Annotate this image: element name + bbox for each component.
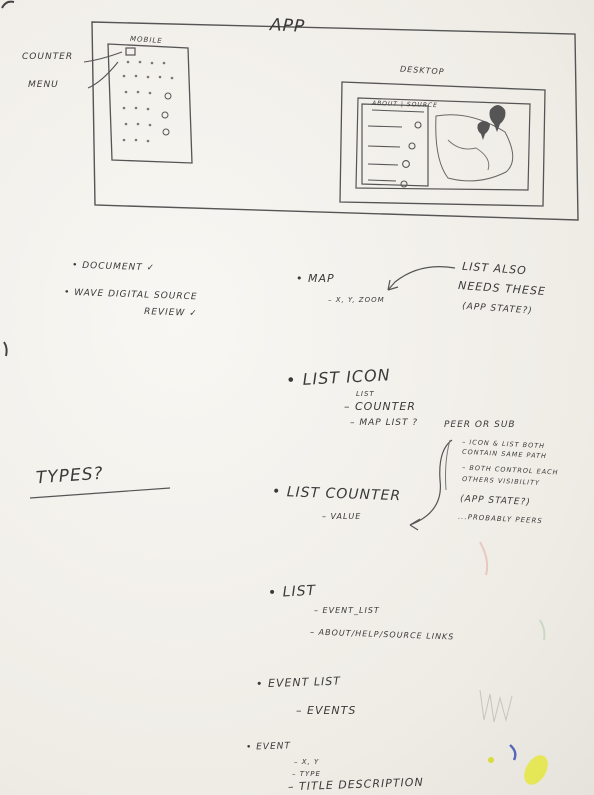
desktop-frame [339, 81, 546, 207]
desktop-list-panel [361, 103, 429, 187]
menu-label: MENU [28, 80, 59, 90]
mobile-list-circles [161, 92, 172, 136]
event-item: – TYPE [292, 770, 321, 778]
event-heading: • EVENT [245, 741, 292, 753]
list-heading: • LIST [267, 582, 317, 602]
types-underline [29, 487, 171, 499]
side-brace [445, 439, 451, 491]
counter-label: COUNTER [22, 52, 74, 62]
counter-arrow [83, 51, 123, 63]
event-item: – X, Y [294, 758, 320, 766]
mobile-frame [107, 43, 193, 164]
app-title: APP [269, 15, 306, 37]
arrow-head [409, 518, 421, 531]
map-route [447, 139, 490, 171]
mobile-counter-box [125, 47, 136, 56]
map-note-arrow [387, 266, 456, 291]
faint-scribble [479, 689, 513, 723]
list-icon-item: LIST [356, 390, 375, 398]
mobile-dot-grid [122, 60, 174, 143]
margin-mark [3, 341, 8, 357]
app-frame [91, 21, 579, 221]
event-list-item: – EVENTS [296, 704, 357, 717]
highlighter-mark [524, 755, 548, 785]
blue-pen-mark [509, 744, 517, 761]
list-icon-item: – COUNTER [344, 400, 416, 413]
corner-mark [1, 0, 15, 9]
desktop-list-rows [367, 121, 422, 188]
map-pin-icon [489, 105, 506, 132]
list-icon-item: – MAP LIST ? [350, 418, 419, 428]
peer-arrow [409, 439, 453, 526]
list-item: – EVENT_LIST [314, 606, 380, 615]
menu-arrow [87, 61, 119, 89]
faint-marker-mark [539, 619, 546, 641]
faint-marker-mark [479, 541, 489, 576]
desktop-screen [355, 97, 531, 191]
note-review: REVIEW ✓ [143, 307, 198, 319]
desktop-map-area [435, 114, 514, 182]
peer-or-sub: PEER OR SUB [444, 420, 516, 430]
map-sub: – X, Y, ZOOM [328, 296, 385, 304]
arrow-head [387, 279, 399, 291]
list-counter-sub: – VALUE [322, 512, 362, 521]
about-underline [371, 109, 425, 113]
map-heading: • MAP [296, 272, 335, 285]
highlighter-dot [488, 757, 494, 763]
map-pin-icon [477, 121, 490, 140]
